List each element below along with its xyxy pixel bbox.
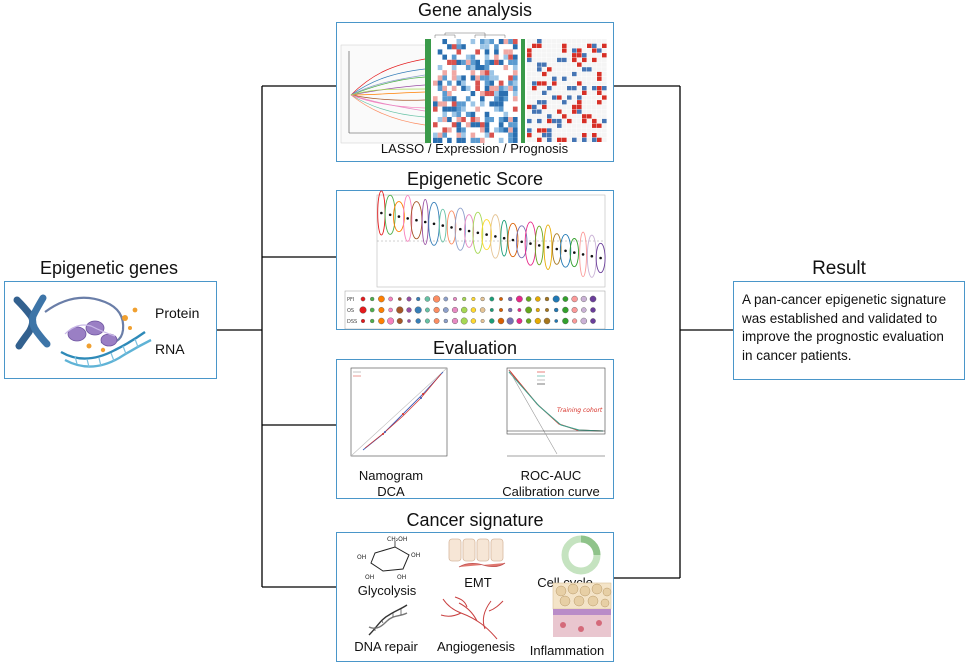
chromosome-icon: [13, 294, 51, 350]
dot-row-label: DSS: [347, 319, 357, 325]
cell-cycle-icon: [561, 535, 601, 575]
calibration-plot: [350, 367, 448, 457]
evaluation-right-caption-2: Calibration curve: [502, 484, 600, 499]
signature-dna-repair: DNA repair: [354, 639, 418, 654]
evaluation-right-caption-1: ROC-AUC: [520, 468, 582, 483]
violin-plot: [376, 190, 606, 288]
evaluation-panel: Training cohort Namogram DCA ROC-AUC Cal…: [336, 359, 614, 499]
gene-analysis-panel: LASSO / Expression / Prognosis: [336, 22, 614, 162]
dca-plot: Training cohort: [506, 367, 606, 457]
result-box: A pan-cancer epigenetic signature was es…: [733, 281, 965, 380]
gene-analysis-caption: LASSO / Expression / Prognosis: [380, 141, 569, 156]
dna-helix-icon: [368, 604, 408, 636]
svg-text:OH: OH: [397, 574, 406, 581]
input-title: Epigenetic genes: [39, 258, 179, 278]
svg-text:CH₂OH: CH₂OH: [387, 536, 407, 543]
lasso-plot: [340, 44, 428, 144]
svg-text:OH: OH: [357, 554, 366, 561]
cancer-signature-panel: CH₂OH OH OH OH OH Glycolysis EMT Cell cy…: [336, 532, 614, 662]
signature-emt: EMT: [464, 575, 492, 590]
signature-glycolysis: Glycolysis: [357, 583, 417, 598]
cancer-signature-title: Cancer signature: [406, 510, 544, 530]
evaluation-left-caption-1: Namogram: [358, 468, 424, 483]
angiogenesis-icon: [440, 596, 504, 640]
chromosome-dna-illustration: [13, 294, 152, 368]
signature-inflammation: Inflammation: [529, 643, 605, 658]
inflammation-icon: [552, 582, 612, 637]
result-title: Result: [812, 258, 866, 279]
glucose-icon: CH₂OH OH OH OH OH: [357, 536, 420, 581]
evaluation-title: Evaluation: [432, 338, 518, 358]
result-text: A pan-cancer epigenetic signature was es…: [742, 292, 947, 363]
prognosis-heatmap: [521, 39, 607, 143]
input-item-protein: Protein: [155, 305, 200, 321]
dot-matrix: PFI OS DSS: [344, 290, 606, 330]
epigenetic-score-title: Epigenetic Score: [406, 169, 544, 189]
emt-icon: [448, 538, 506, 568]
dot-row-label: PFI: [347, 297, 354, 303]
svg-text:OH: OH: [411, 552, 420, 559]
dca-annotation: Training cohort: [557, 407, 603, 414]
epigenetic-score-panel: PFI OS DSS: [336, 190, 614, 330]
svg-text:OH: OH: [365, 574, 374, 581]
dot-row-label: OS: [347, 308, 354, 314]
gene-analysis-title: Gene analysis: [417, 0, 533, 20]
input-item-rna: RNA: [155, 341, 185, 357]
expression-heatmap: [425, 32, 518, 143]
input-box: Protein RNA: [4, 281, 217, 379]
signature-angiogenesis: Angiogenesis: [436, 639, 516, 654]
evaluation-left-caption-2: DCA: [377, 484, 405, 499]
